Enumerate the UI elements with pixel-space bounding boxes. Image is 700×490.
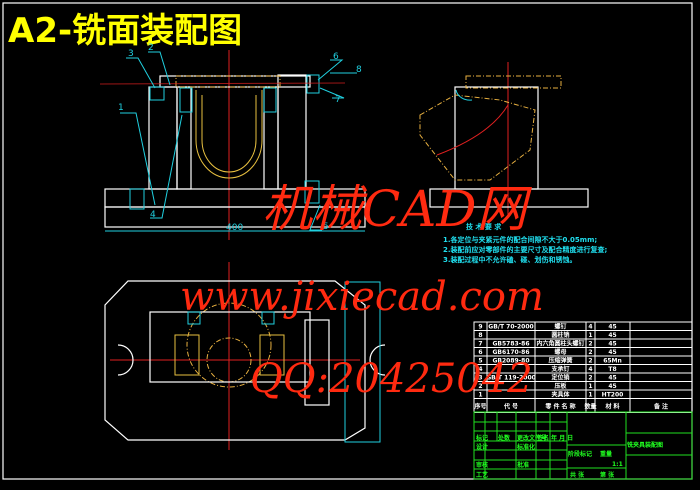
tb-label: 审核: [476, 461, 488, 469]
tb-label: 批准: [517, 461, 529, 469]
bom-cell: 压板: [554, 382, 567, 390]
watermark-qq: QQ:20425042: [250, 356, 533, 402]
part-label-1: 1: [118, 103, 124, 113]
drawing-title: A2-铣面装配图: [8, 11, 242, 51]
title-block: 标记 处数 更改文件号 签名 年 月 日 设计 标准化 审核 工艺 批准 阶段标…: [473, 411, 693, 480]
tb-label: 设计: [476, 443, 488, 451]
bom-cell: 3: [478, 375, 482, 382]
bom-cell: 圆柱销: [551, 331, 569, 339]
bom-cell: 螺钉: [554, 323, 566, 331]
bom-cell: 65Mn: [603, 358, 622, 365]
bom-cell: 1: [588, 332, 592, 339]
tech-req-item: 2.装配前应对零部件的主要尺寸及配合精度进行复查;: [443, 245, 608, 254]
front-view: 400 1 2 3 4 5 6 7 8: [99, 43, 366, 240]
bom-cell: 压缩弹簧: [548, 357, 572, 365]
bom-cell: 45: [608, 383, 616, 390]
bom-header-cell: 序号: [473, 403, 486, 411]
bom-cell: 1: [588, 383, 592, 390]
part-label-7: 7: [335, 95, 341, 105]
bom-cell: 1: [588, 392, 592, 399]
part-label-5: 5: [323, 222, 329, 232]
bom-cell: 8: [478, 332, 482, 339]
bom-header-cell: 零 件 名 称: [544, 403, 575, 411]
part-label-2: 2: [148, 43, 154, 53]
watermark-site-name: 机械CAD网: [262, 180, 532, 238]
bom-cell: GB/T 119-2000: [486, 375, 536, 382]
bom-cell: 45: [608, 375, 616, 382]
bom-cell: 夹具体: [551, 391, 570, 399]
tb-label: 标记: [475, 434, 488, 442]
drawing-border: [2, 2, 693, 480]
bom-header-cell: 数量: [584, 403, 596, 411]
bom-cell: GB2089-80: [492, 358, 529, 365]
bom-cell: 螺母: [554, 348, 566, 356]
bom-cell: 2: [588, 375, 592, 382]
bom-cell: GB5783-86: [492, 341, 529, 348]
bom-cell: 45: [608, 349, 616, 356]
tb-label: 更改文件号: [517, 434, 547, 442]
bom-cell: 1: [478, 392, 482, 399]
bom-cell: GB6170-86: [492, 349, 529, 356]
tech-req-heading: 技 术 要 求: [466, 222, 502, 231]
tech-req-item: 3.装配过程中不允许磕、碰、划伤和锈蚀。: [443, 255, 577, 264]
bom-cell: 7: [478, 341, 482, 348]
bom-cell: HT200: [602, 392, 624, 399]
tb-label: 标准化: [516, 443, 535, 451]
bom-cell: 45: [608, 341, 616, 348]
bom-cell: 45: [608, 332, 616, 339]
bom-cell: 45: [608, 324, 616, 331]
part-label-4: 4: [150, 210, 156, 220]
bom-cell: 6: [478, 349, 482, 356]
tb-label: 年 月 日: [551, 434, 573, 442]
bom-cell: 4: [588, 324, 592, 331]
part-label-6: 6: [333, 52, 339, 62]
bom-cell: 9: [478, 324, 482, 331]
tb-label: 第 张: [599, 471, 615, 479]
tb-scale: 1:1: [612, 461, 623, 468]
bom-cell: 2: [588, 341, 592, 348]
tb-label: 重量: [600, 450, 612, 458]
drawing-name: 铣夹具装配图: [627, 441, 663, 449]
tb-label: 共 张: [570, 471, 585, 479]
bom-cell: GB/T 70-2000: [488, 324, 533, 331]
bom-cell: 2: [478, 383, 482, 390]
bom-header-cell: 备 注: [653, 403, 668, 411]
technical-requirements: 技 术 要 求 1.各定位与夹紧元件的配合间隙不大于0.05mm; 2.装配前应…: [443, 222, 608, 264]
watermark-url: www.jixiecad.com: [180, 274, 544, 320]
bom-cell: 内六角圆柱头螺钉: [536, 340, 584, 348]
part-label-3: 3: [128, 49, 134, 59]
bom-cell: 定位销: [550, 374, 569, 382]
tb-label: 签名: [536, 434, 549, 442]
bom-cell: 4: [478, 366, 482, 373]
tb-label: 工艺: [476, 471, 488, 479]
bom-cell: 2: [588, 358, 592, 365]
part-label-8: 8: [356, 65, 362, 75]
tb-label: 阶段标记: [568, 450, 592, 458]
bom-cell: 支承钉: [550, 365, 569, 373]
bom-cell: T8: [608, 366, 616, 373]
tech-req-item: 1.各定位与夹紧元件的配合间隙不大于0.05mm;: [443, 235, 597, 244]
side-view: [419, 62, 589, 215]
bom-cell: 5: [478, 358, 482, 365]
overall-dimension: 400: [226, 223, 243, 233]
bom-header-cell: 材 料: [604, 403, 619, 411]
bom-header-cell: 代 号: [503, 403, 518, 411]
tb-label: 处数: [497, 434, 511, 442]
bom-cell: 4: [588, 366, 592, 373]
bom-cell: 2: [588, 349, 592, 356]
top-view: [104, 262, 386, 450]
